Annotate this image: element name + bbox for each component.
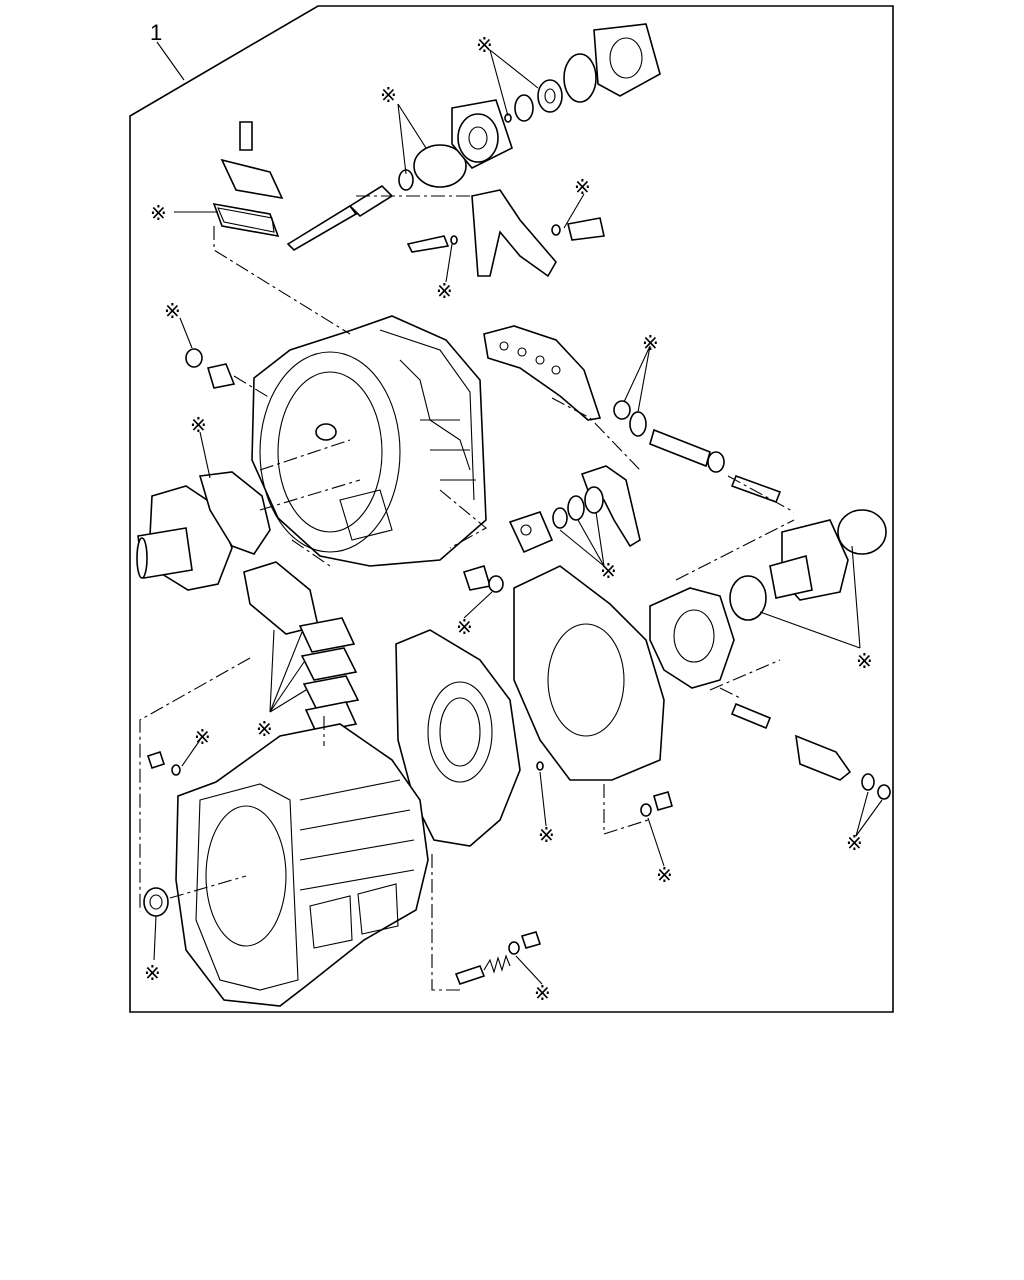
o-ring-c: [584, 486, 604, 514]
service-marks: ※ ※ ※ ※ ※ ※ ※ ※ ※ ※ ※ ※ ※ ※ ※ ※ ※ ※: [144, 33, 873, 1005]
seal-ring: [514, 94, 534, 122]
mark: ※: [456, 615, 473, 639]
mark: ※: [164, 299, 181, 323]
o-ring-b: [567, 495, 585, 521]
flange-seal: [837, 509, 887, 555]
bushing-left: [206, 363, 236, 389]
seal-sleeve: [877, 784, 891, 800]
inspection-cover-stack: [298, 617, 360, 733]
output-flange: [769, 519, 849, 601]
mark: ※: [856, 649, 873, 673]
o-ring-cover: [563, 53, 597, 103]
mark: ※: [144, 961, 161, 985]
assembly-number: 1: [150, 20, 162, 45]
oil-seal-front: [143, 887, 169, 917]
assembly-leader: [156, 41, 185, 81]
shift-rod: [286, 169, 414, 252]
pivot-shaft: [649, 428, 725, 473]
mark: ※: [538, 823, 555, 847]
breather-cover: [212, 121, 284, 238]
mark: ※: [642, 331, 659, 355]
nut-left: [185, 348, 203, 368]
mark: ※: [256, 717, 273, 741]
bolt-small: [146, 750, 181, 776]
nut-center: [488, 575, 504, 593]
shift-fork-upper: [406, 189, 605, 278]
rear-case: [513, 565, 665, 781]
mark: ※: [846, 831, 863, 855]
mark: ※: [150, 201, 167, 225]
main-case: [175, 723, 429, 1007]
speedometer-sleeve: [795, 734, 852, 781]
bearing: [537, 79, 563, 113]
speedometer-shaft: [730, 702, 772, 730]
collar-nut: [613, 400, 631, 420]
spacer-center: [462, 565, 492, 591]
detent-washer: [508, 941, 520, 955]
detent-bolt: [520, 931, 542, 949]
assembly-frame: [129, 5, 894, 1013]
mark: ※: [194, 725, 211, 749]
detent-plug: [454, 965, 486, 985]
assembly-lines: [139, 195, 795, 991]
detent-spring: [483, 954, 511, 974]
shift-lever-shaft: [730, 474, 782, 504]
plug-right: [653, 791, 673, 811]
mark: ※: [436, 279, 453, 303]
mark: ※: [380, 83, 397, 107]
mark: ※: [574, 175, 591, 199]
o-ring-sleeve: [861, 773, 875, 791]
mark: ※: [656, 863, 673, 887]
bearing-retainer: [451, 99, 513, 169]
extension-housing: [649, 587, 735, 689]
o-ring-plug: [640, 803, 652, 817]
cover-gasket: [243, 561, 319, 635]
mark: ※: [600, 559, 617, 583]
flange-gasket: [198, 471, 271, 555]
clutch-housing: [251, 315, 487, 567]
o-ring-a: [552, 507, 568, 529]
mark: ※: [190, 413, 207, 437]
shift-bracket: [483, 325, 602, 421]
leader-lines: [153, 49, 883, 985]
valve-block: [508, 511, 554, 554]
o-ring-shaft: [629, 411, 647, 437]
mark: ※: [476, 33, 493, 57]
oil-seal-ring: [729, 575, 767, 621]
intermediate-plate: [395, 629, 521, 847]
mark: ※: [534, 981, 551, 1005]
rear-cover-plate: [593, 23, 661, 97]
o-ring-plate: [536, 761, 544, 771]
o-ring-large: [413, 144, 467, 188]
